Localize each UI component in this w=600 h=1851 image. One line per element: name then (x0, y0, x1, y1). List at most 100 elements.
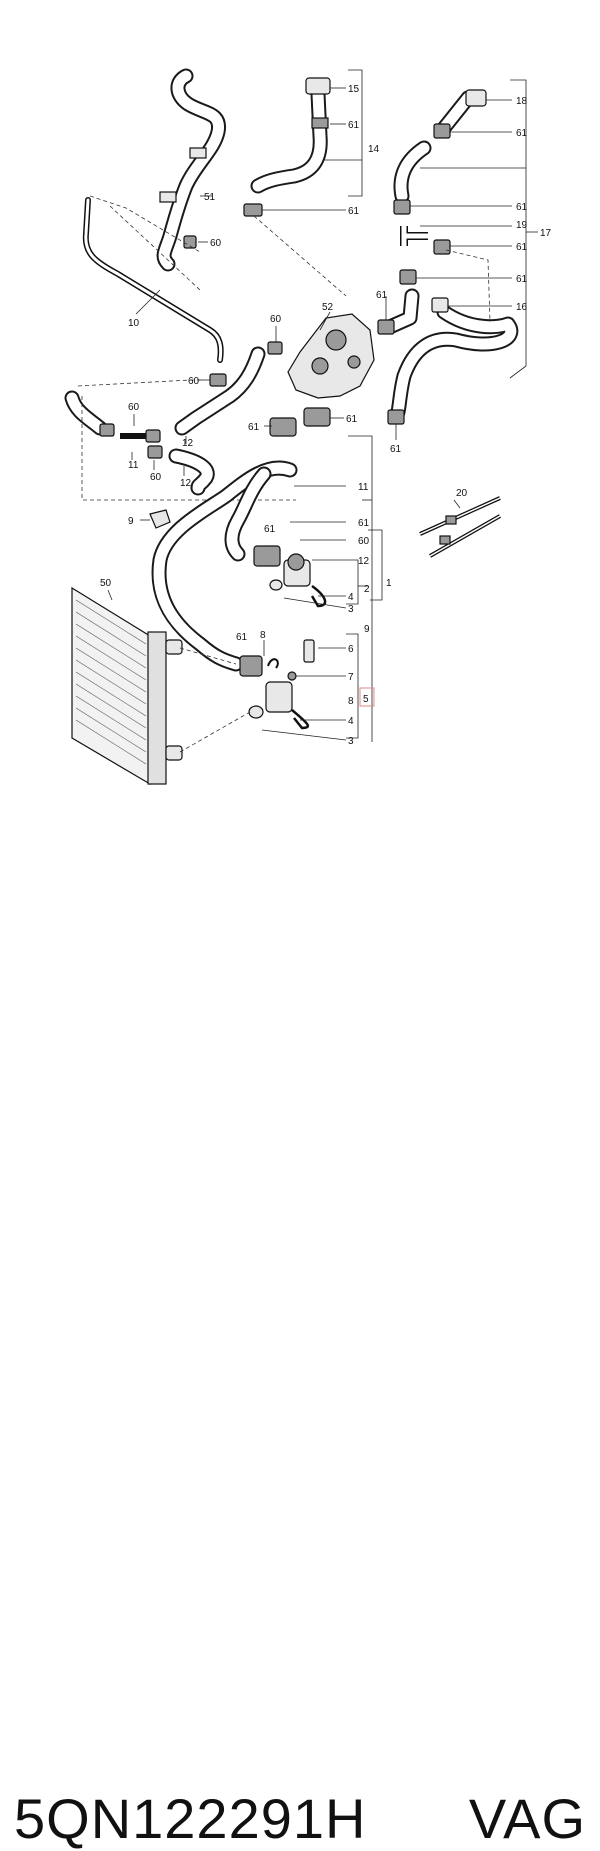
part-number: 5QN122291H (14, 1787, 367, 1850)
callout-61: 61 (346, 414, 358, 425)
seal-60 (287, 553, 305, 571)
callout-11: 11 (128, 460, 139, 471)
clamp-60 (267, 341, 283, 355)
clamp-61 (433, 123, 451, 139)
clamp-61 (311, 117, 329, 129)
clamp-61 (377, 319, 395, 335)
coolant-hose-11-large (151, 460, 298, 672)
callout-52: 52 (322, 302, 334, 313)
callout-labels: 51 60 10 15 61 14 61 1 8 61 61 19 17 61 6… (100, 84, 552, 747)
coolant-hose-17 (377, 89, 519, 425)
callout-6: 6 (348, 644, 354, 655)
callout-12: 12 (180, 478, 192, 489)
callout-60: 60 (128, 402, 140, 413)
radiator-50 (71, 586, 183, 786)
exploded-parts-diagram: 51 60 10 15 61 14 61 1 8 61 61 19 17 61 6… (64, 68, 552, 786)
flange-61 (269, 417, 297, 437)
callout-61: 61 (236, 632, 248, 643)
coolant-hose-51 (156, 68, 226, 272)
leader-lines (107, 69, 538, 742)
callout-61: 61 (264, 524, 276, 535)
callout-3: 3 (348, 736, 354, 747)
callout-12: 12 (182, 438, 194, 449)
callout-61: 61 (390, 444, 402, 455)
callout-61: 61 (348, 120, 360, 131)
callout-17: 17 (540, 228, 552, 239)
callout-11: 11 (358, 482, 369, 493)
clamp-61 (433, 239, 451, 255)
callout-61: 61 (516, 202, 528, 213)
clamp-60-top (183, 235, 197, 249)
callout-51: 51 (204, 192, 216, 203)
callout-50: 50 (100, 578, 112, 589)
cable-ties-20 (419, 496, 501, 558)
callout-60: 60 (150, 472, 162, 483)
callout-2: 2 (364, 584, 370, 595)
thermostat-housing-52 (269, 313, 375, 437)
inlet-lower (165, 745, 183, 761)
coolant-outlet-2 (253, 545, 327, 608)
connector-18 (465, 89, 487, 107)
callout-61: 61 (348, 206, 360, 217)
callout-9: 9 (364, 624, 370, 635)
coolant-pipe-10 (82, 197, 224, 363)
callout-14: 14 (368, 144, 380, 155)
clip-4 (291, 709, 310, 730)
coolant-hose-12-upper (174, 341, 283, 436)
coolant-outlet-5 (239, 639, 315, 730)
callout-61: 61 (516, 274, 528, 285)
coolant-hose-14 (243, 77, 331, 217)
callout-3: 3 (348, 604, 354, 615)
callout-60: 60 (210, 238, 222, 249)
clamp-61 (239, 655, 263, 677)
callout-4: 4 (348, 716, 354, 727)
callout-19: 19 (516, 220, 528, 231)
connector-16 (431, 297, 449, 313)
clamp-61 (399, 269, 417, 285)
clamp-61 (387, 409, 405, 425)
clamp-60 (209, 373, 227, 387)
callout-12: 12 (358, 556, 370, 567)
coolant-hose-11 (64, 390, 163, 459)
brand: VAG (468, 1787, 586, 1850)
hose-clip (189, 147, 207, 159)
callout-60: 60 (358, 536, 370, 547)
callout-8: 8 (260, 630, 266, 641)
flange-61 (303, 407, 331, 427)
connector-15 (305, 77, 331, 95)
clip-9 (149, 509, 171, 529)
callout-60: 60 (270, 314, 282, 325)
callout-15: 15 (348, 84, 360, 95)
hose-clip (159, 191, 177, 203)
callout-5: 5 (363, 694, 369, 705)
clip-8 (267, 658, 279, 669)
o-ring-3 (248, 705, 264, 719)
callout-9: 9 (128, 516, 134, 527)
callout-7: 7 (348, 672, 354, 683)
sensor-6 (303, 639, 315, 663)
callout-4: 4 (348, 592, 354, 603)
clamp-60 (147, 445, 163, 459)
clamp-60 (99, 423, 115, 437)
callout-61: 61 (516, 128, 528, 139)
clamp-61 (243, 203, 263, 217)
callout-10: 10 (128, 318, 140, 329)
callout-61: 61 (376, 290, 388, 301)
seal-7 (287, 671, 297, 681)
clamp-61 (393, 199, 411, 215)
highlight-box-5 (359, 687, 375, 707)
o-ring-3 (269, 579, 283, 591)
caption: 5QN122291H VAG (0, 890, 600, 1850)
callout-61: 61 (358, 518, 370, 529)
clip-4 (310, 584, 327, 608)
callout-61: 61 (516, 242, 528, 253)
inlet-upper (165, 639, 183, 655)
clamp-60 (145, 429, 161, 443)
callout-16: 16 (516, 302, 528, 313)
callout-61: 61 (248, 422, 260, 433)
clamp-61 (253, 545, 281, 567)
callout-8: 8 (348, 696, 354, 707)
coolant-hose-12-lower (168, 448, 215, 496)
callout-1: 1 (386, 578, 392, 589)
callout-20: 20 (456, 488, 468, 499)
